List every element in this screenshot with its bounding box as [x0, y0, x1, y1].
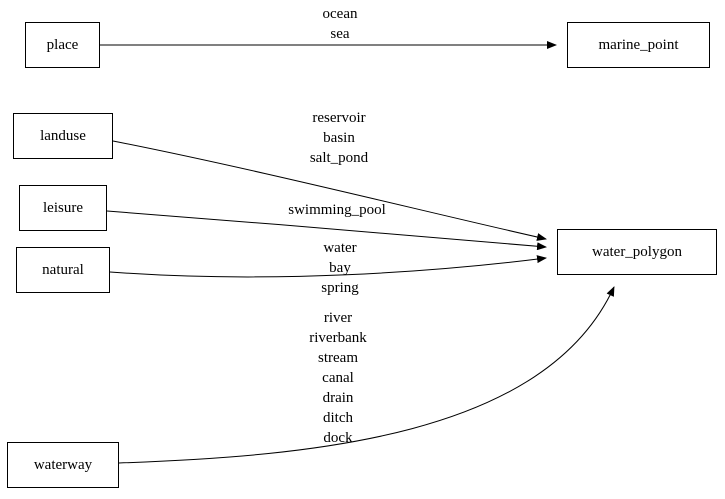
node-place: place	[25, 22, 100, 68]
node-waterway: waterway	[7, 442, 119, 488]
edge-label-place-marine-point: ocean sea	[322, 6, 358, 42]
edge-label-landuse-water-polygon: reservoir basin salt_pond	[309, 110, 369, 166]
node-landuse: landuse	[13, 113, 113, 159]
edge-label-waterway-water-polygon: river riverbank stream canal drain ditch…	[309, 310, 367, 446]
node-leisure: leisure	[19, 185, 107, 231]
edge-label-leisure-water-polygon: swimming_pool	[288, 202, 386, 218]
edge-waterway-water_polygon	[118, 286, 615, 464]
node-marine-point: marine_point	[567, 22, 710, 68]
edge-landuse-water_polygon	[112, 140, 547, 241]
node-water-polygon: water_polygon	[557, 229, 717, 275]
edge-label-natural-water-polygon: water bay spring	[321, 240, 359, 296]
edge-natural-water_polygon	[109, 255, 547, 278]
edge-leisure-water_polygon	[106, 210, 547, 251]
node-natural: natural	[16, 247, 110, 293]
